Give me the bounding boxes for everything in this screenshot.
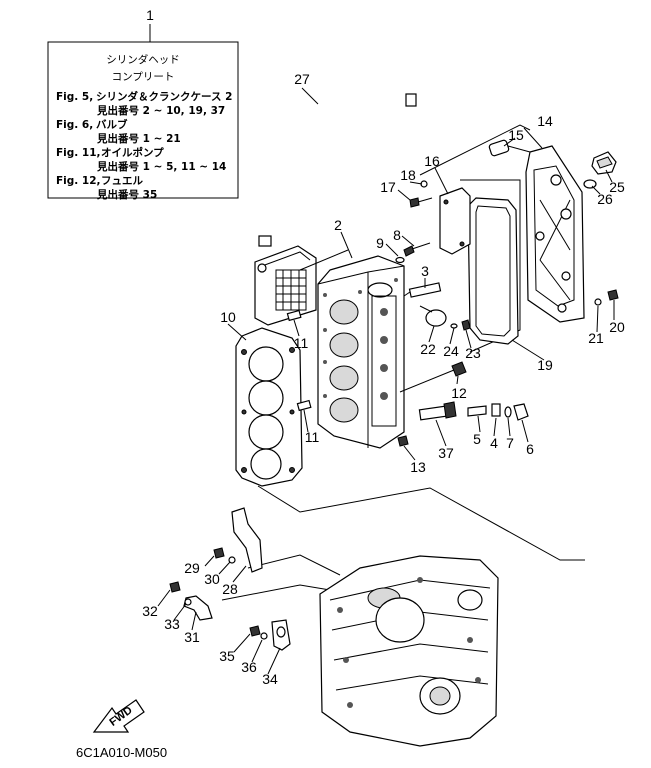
info-box: シリンダヘッド コンプリート Fig. 5, シリンダ＆クランクケース 2 見出… [47, 24, 239, 201]
plate-16 [439, 187, 471, 255]
callout-13: 13 [410, 459, 426, 475]
callout-6: 6 [526, 441, 534, 457]
callout-3: 3 [421, 263, 429, 279]
diagram-code: 6C1A010-M050 [76, 745, 167, 760]
box-ref-name: バルブ [96, 118, 128, 131]
callout-26: 26 [597, 191, 613, 207]
box-ref-fig: Fig. 5, [56, 91, 93, 103]
cylinder-head-2 [317, 255, 405, 449]
callout-17: 17 [380, 179, 396, 195]
head-gasket-10 [235, 327, 303, 487]
crankcase [319, 555, 499, 747]
thermostat-cover-14 [525, 145, 585, 323]
callout-32: 32 [142, 603, 158, 619]
callout-4: 4 [490, 435, 498, 451]
callout-11: 11 [294, 335, 309, 351]
callout-labels: 1 2 3 4 5 6 7 8 9 10 11 11 12 13 14 15 1… [142, 7, 625, 687]
box-ref-fig: Fig. 11, [56, 147, 101, 159]
box-ref-fig: Fig. 6, [56, 119, 93, 131]
callout-33: 33 [164, 616, 180, 632]
callout-1: 1 [146, 7, 154, 23]
fwd-arrow-icon: FWD [92, 699, 145, 733]
callout-34: 34 [262, 671, 278, 687]
box-ref-sub: 見出番号 1 ~ 21 [96, 132, 181, 145]
callout-11-lower: 11 [305, 429, 320, 445]
callout-22: 22 [420, 341, 436, 357]
callout-20: 20 [609, 319, 625, 335]
gasket-19 [467, 197, 519, 345]
callout-8: 8 [393, 227, 401, 243]
callout-31: 31 [184, 629, 200, 645]
callout-9: 9 [376, 235, 384, 251]
box-ref-name: オイルポンプ [101, 146, 164, 159]
callout-5: 5 [473, 431, 481, 447]
callout-23: 23 [465, 345, 481, 361]
callout-27: 27 [294, 71, 310, 87]
hose-27 [258, 79, 417, 247]
box-ref-name: シリンダ＆クランクケース 2 [96, 90, 232, 103]
callout-15: 15 [508, 127, 524, 143]
box-title-line1: シリンダヘッド [106, 53, 180, 66]
box-ref-sub: 見出番号 35 [96, 188, 157, 201]
callout-21: 21 [588, 330, 604, 346]
box-title-line2: コンプリート [112, 71, 175, 83]
box-ref-sub: 見出番号 2 ~ 10, 19, 37 [96, 104, 225, 117]
callout-24: 24 [443, 343, 459, 359]
callout-18: 18 [400, 167, 416, 183]
callout-7: 7 [506, 435, 514, 451]
vapor-separator [254, 245, 317, 326]
callout-35: 35 [219, 648, 235, 664]
brackets-lower [169, 507, 291, 651]
callout-14: 14 [537, 113, 553, 129]
callout-29: 29 [184, 560, 200, 576]
callout-37: 37 [438, 445, 454, 461]
box-ref-name: フュエル [101, 175, 143, 187]
callout-36: 36 [241, 659, 257, 675]
box-ref-fig: Fig. 12, [56, 175, 101, 187]
leader-lines [157, 87, 615, 675]
callout-10: 10 [220, 309, 236, 325]
callout-16: 16 [424, 153, 440, 169]
small-parts [286, 139, 619, 447]
callout-12: 12 [451, 385, 467, 401]
callout-25: 25 [609, 179, 625, 195]
callout-30: 30 [204, 571, 220, 587]
callout-28: 28 [222, 581, 238, 597]
box-ref-sub: 見出番号 1 ~ 5, 11 ~ 14 [96, 160, 226, 173]
callout-19: 19 [537, 357, 553, 373]
callout-2: 2 [334, 217, 342, 233]
